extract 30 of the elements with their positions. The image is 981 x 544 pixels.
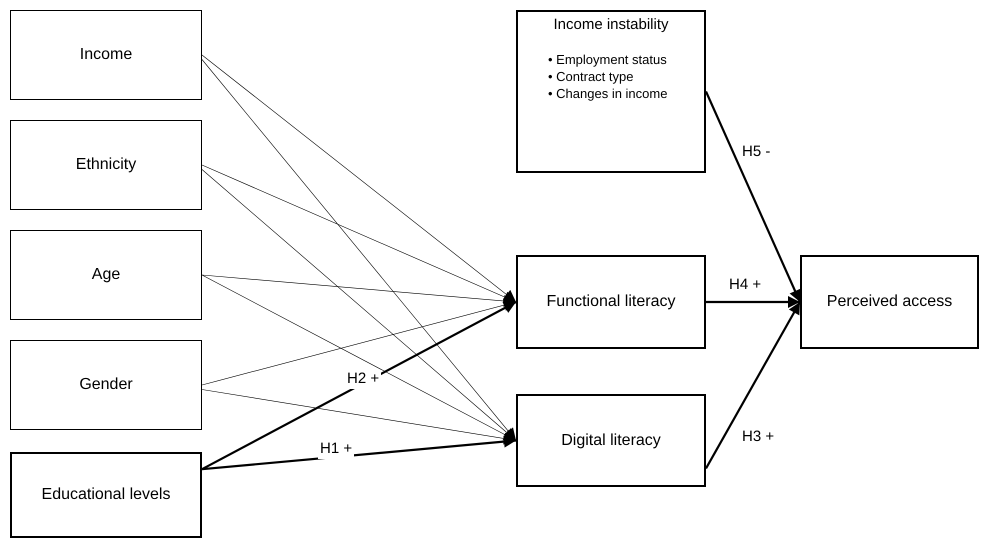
edge-label: H1 + [318,440,354,459]
arrow [705,301,801,469]
arrow [201,301,517,470]
box-heading: Income instability [553,16,669,35]
concept-box [516,394,706,487]
arrow [202,59,516,441]
arrow [705,91,801,302]
edge-label: H2 + [345,370,382,389]
concept-box [800,255,979,349]
box-label: Age [90,265,122,285]
box-label: Educational levels [40,485,172,505]
concept-box [516,255,706,349]
bullet-item: • Contract type [548,68,634,85]
bullet-item: • Changes in income [548,84,668,102]
box-label: Gender [78,375,134,395]
arrow [202,436,516,470]
concept-box [10,230,202,320]
concept-box [10,10,202,100]
arrow [202,54,516,302]
concept-box [10,340,202,430]
bullet-item: • Employment status [548,50,668,68]
arrow [706,296,800,308]
box-label: Perceived access [826,292,954,312]
concept-box [10,120,202,210]
concept-box [10,452,202,538]
box-label: Digital literacy [560,430,662,450]
box-label: Ethnicity [74,155,138,175]
box-label: Functional literacy [546,292,676,312]
box-label: Income [78,45,134,65]
concept-box [516,10,706,173]
